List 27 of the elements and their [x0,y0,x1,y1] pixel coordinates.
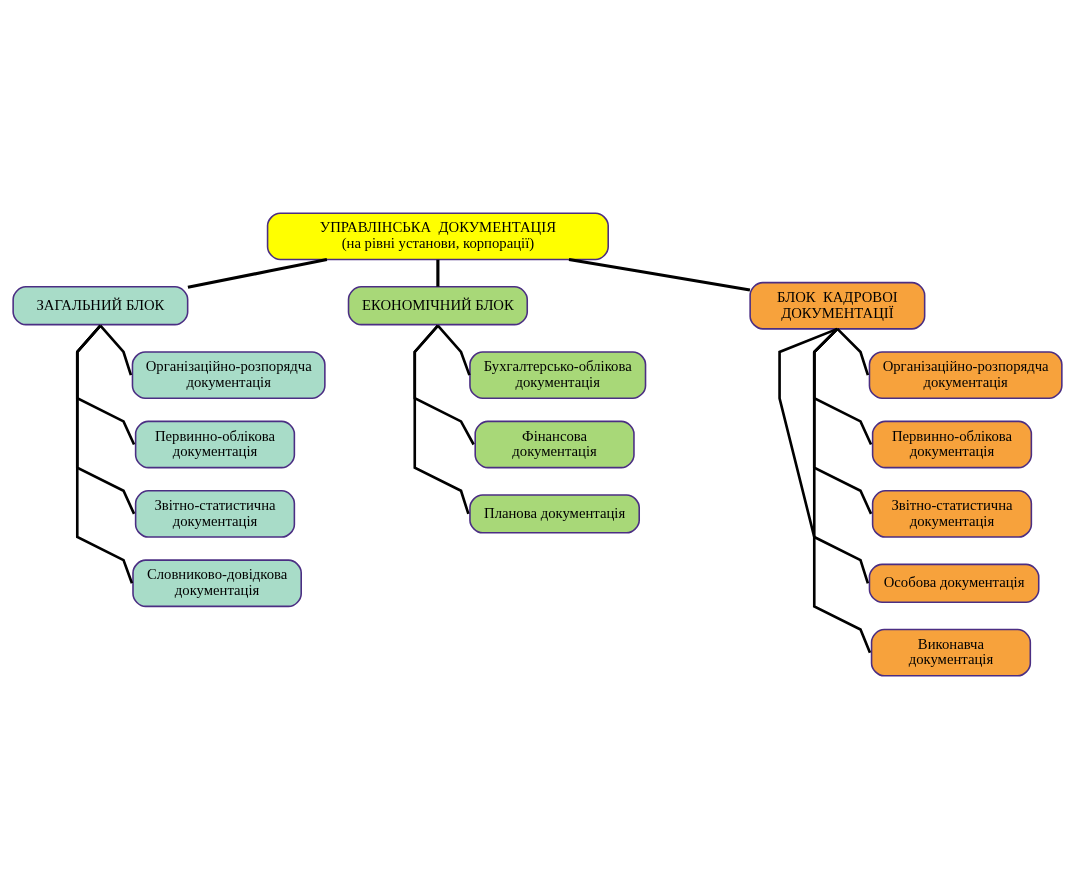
connector [812,327,872,653]
node-box: Звітно-статистична документація [134,489,296,538]
connector [436,259,440,287]
connector [187,257,328,289]
connector [836,327,870,375]
node-box: ЕКОНОМІЧНИЙ БЛОК [347,285,529,325]
connector [413,324,475,445]
connector [413,324,470,514]
node-box: Первинно-облікова документація [134,420,296,468]
connector [568,257,751,291]
node-box: УПРАВЛІНСЬКА ДОКУМЕНТАЦІЯ (на рівні установи, корпорації) [266,211,609,260]
connector [778,327,870,584]
node-box: Особова документація [868,563,1040,603]
node-box: Організаційно-розпорядча документація [131,350,326,399]
node-box: ЗАГАЛЬНИЙ БЛОК [12,285,189,325]
node-box: Первинно-облікова документація [871,420,1033,468]
node-box: Організаційно-розпорядча документація [868,350,1063,399]
node-box: Словниково-довідкова документація [132,558,302,607]
node-box: Фінансова документація [474,420,635,468]
node-box: Планова документація [469,493,640,534]
node-box: Бухгалтерсько-облікова документація [469,350,647,399]
node-box: Виконавча документація [870,628,1032,677]
connector [436,324,471,376]
node-box: БЛОК КАДРОВОІ ДОКУМЕНТАЦІЇ [749,281,926,330]
connector [75,324,134,584]
connector [99,324,133,375]
node-box: Звітно-статистична документація [871,489,1033,538]
